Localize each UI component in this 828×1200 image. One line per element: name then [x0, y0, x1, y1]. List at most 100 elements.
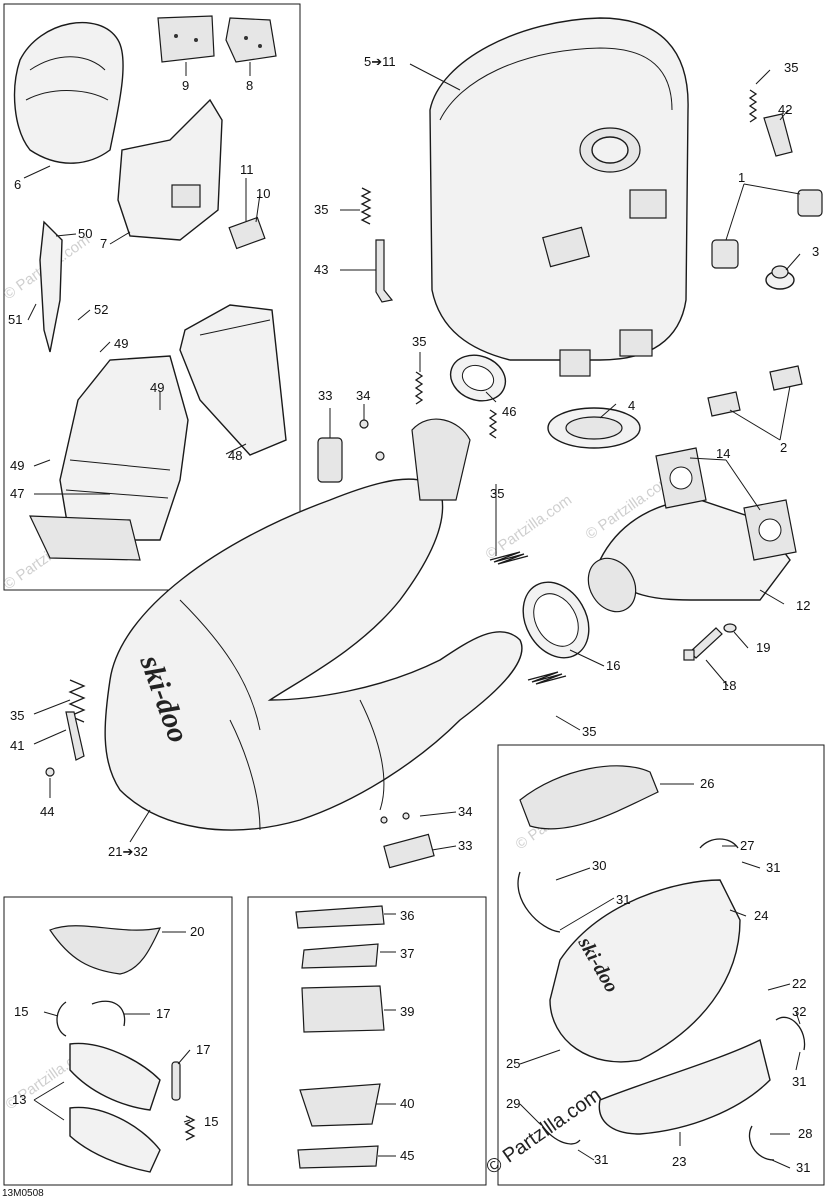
callout-6: 6 [14, 177, 21, 192]
callout-35: 35 [10, 708, 24, 723]
callout-21-32: 21➔32 [108, 844, 148, 859]
clamp-half-17 [91, 1000, 181, 1101]
sleeve-16 [522, 581, 590, 659]
decal-37 [301, 943, 379, 969]
callout-43: 43 [314, 262, 328, 277]
callout-34: 34 [458, 804, 472, 819]
bracket-42 [763, 113, 793, 157]
callout-33: 33 [318, 388, 332, 403]
callout-49: 49 [10, 458, 24, 473]
callout-31: 31 [616, 892, 630, 907]
callout-3: 3 [812, 244, 819, 259]
callout-41: 41 [10, 738, 24, 753]
callout-35: 35 [784, 60, 798, 75]
clamp-inset-box [3, 896, 233, 1186]
callout-31: 31 [594, 1152, 608, 1167]
callout-12: 12 [796, 598, 810, 613]
callout-52: 52 [94, 302, 108, 317]
clip-2 [707, 365, 803, 417]
seal-46 [449, 354, 507, 402]
muffler-5-11 [429, 17, 689, 377]
callout-18: 18 [722, 678, 736, 693]
heat-shield-20 [49, 925, 162, 975]
clamp-27-30-28 [517, 838, 806, 1161]
callout-15: 15 [14, 1004, 28, 1019]
callout-4: 4 [628, 398, 635, 413]
decal-inset-box [247, 896, 487, 1186]
decal-45 [297, 1145, 379, 1169]
callout-17: 17 [196, 1042, 210, 1057]
callout-26: 26 [700, 776, 714, 791]
callout-48: 48 [228, 448, 242, 463]
plate-10 [228, 216, 266, 250]
heat-shield-7 [117, 98, 223, 241]
callout-13: 13 [12, 1092, 26, 1107]
callout-23: 23 [672, 1154, 686, 1169]
callout-5-11: 5➔11 [364, 54, 396, 69]
bracket-41 [65, 711, 85, 761]
bracket-43 [375, 239, 394, 303]
callout-39: 39 [400, 1004, 414, 1019]
callout-45: 45 [400, 1148, 414, 1163]
insulation-pad-9 [157, 15, 215, 63]
callout-31: 31 [796, 1160, 810, 1175]
diagram-code: 13M0508 [2, 1188, 44, 1199]
heat-shield-26 [519, 765, 659, 830]
callout-7: 7 [100, 236, 107, 251]
callout-34: 34 [356, 388, 370, 403]
bolt-18 [683, 627, 723, 661]
decal-36 [295, 905, 385, 929]
tuned-pipe-21-32: ski-doo [104, 418, 523, 831]
callout-8: 8 [246, 78, 253, 93]
callout-44: 44 [40, 804, 54, 819]
callout-46: 46 [502, 404, 516, 419]
callout-29: 29 [506, 1096, 520, 1111]
manifold-gasket-14 [655, 447, 797, 561]
callout-14: 14 [716, 446, 730, 461]
gasket-4 [547, 407, 641, 449]
grommet-1 [711, 189, 823, 269]
watermark-text-dark: © Partzilla.com [482, 1084, 605, 1179]
callout-2: 2 [780, 440, 787, 455]
callout-47: 47 [10, 486, 24, 501]
callout-32: 32 [792, 1004, 806, 1019]
callout-15: 15 [204, 1114, 218, 1129]
callout-31: 31 [792, 1074, 806, 1089]
callout-20: 20 [190, 924, 204, 939]
flange-13 [69, 1042, 161, 1173]
callout-30: 30 [592, 858, 606, 873]
callout-50: 50 [78, 226, 92, 241]
bracket-33 [317, 437, 435, 869]
callout-25: 25 [506, 1056, 520, 1071]
callout-42: 42 [778, 102, 792, 117]
callout-35: 35 [412, 334, 426, 349]
callout-51: 51 [8, 312, 22, 327]
callout-9: 9 [182, 78, 189, 93]
callout-49: 49 [114, 336, 128, 351]
callout-35: 35 [582, 724, 596, 739]
callout-22: 22 [792, 976, 806, 991]
callout-1: 1 [738, 170, 745, 185]
callout-19: 19 [756, 640, 770, 655]
callout-36: 36 [400, 908, 414, 923]
callout-16: 16 [606, 658, 620, 673]
callout-24: 24 [754, 908, 768, 923]
callout-40: 40 [400, 1096, 414, 1111]
tuned-pipe-23 [598, 1038, 771, 1135]
decal-39 [301, 985, 385, 1033]
callout-27: 27 [740, 838, 754, 853]
heat-shield-inset-box [3, 3, 301, 591]
part-callout-labels: 1 2 3 4 5➔11 6 7 8 9 10 11 12 13 14 15 1… [8, 54, 819, 1175]
callout-35: 35 [314, 202, 328, 217]
callout-37: 37 [400, 946, 414, 961]
decal-40 [299, 1083, 381, 1127]
shield-plate-50 [39, 220, 63, 353]
muffler-variant-inset-box [497, 744, 825, 1186]
tuned-pipe-24: ski-doo [549, 879, 741, 1063]
callout-49: 49 [150, 380, 164, 395]
callout-17: 17 [156, 1006, 170, 1021]
bracket-48 [179, 304, 287, 456]
callout-33: 33 [458, 838, 472, 853]
exhaust-manifold-12 [587, 499, 791, 613]
